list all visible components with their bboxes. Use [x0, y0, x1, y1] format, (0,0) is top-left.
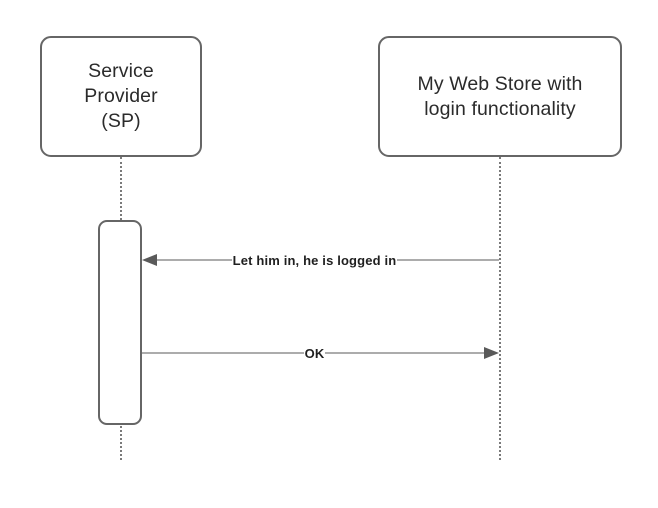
- participant-label-service-provider: Service Provider (SP): [84, 60, 158, 132]
- participant-box-my-web-store[interactable]: My Web Store with login functionality: [378, 36, 622, 157]
- participant-box-service-provider[interactable]: Service Provider (SP): [40, 36, 202, 157]
- activation-bar-service-provider[interactable]: [98, 220, 142, 425]
- arrow-left-icon: [142, 254, 157, 266]
- message-label-ok: OK: [303, 345, 326, 361]
- arrow-right-icon: [484, 347, 499, 359]
- lifeline-my-web-store: [499, 157, 501, 460]
- message-let-him-in[interactable]: Let him in, he is logged in: [142, 249, 499, 271]
- message-ok[interactable]: OK: [142, 342, 499, 364]
- message-label-let-him-in: Let him in, he is logged in: [231, 252, 398, 268]
- participant-label-my-web-store: My Web Store with login functionality: [417, 72, 583, 120]
